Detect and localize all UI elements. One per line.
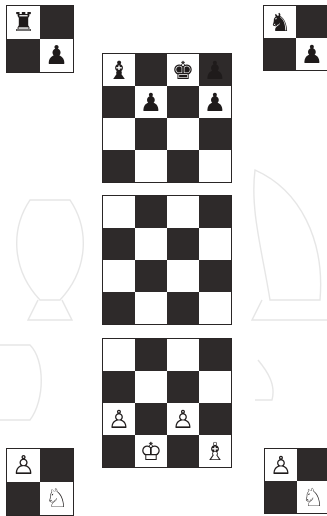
square-dark[interactable] (265, 481, 297, 513)
square-light[interactable] (167, 196, 199, 228)
square-light[interactable]: ♞ (264, 6, 296, 38)
board-middle (102, 195, 232, 325)
white-bishop-icon[interactable]: ♗ (199, 435, 231, 467)
square-dark[interactable] (167, 86, 199, 118)
square-light[interactable]: ♙ (265, 449, 297, 481)
square-light[interactable]: ♟ (135, 86, 167, 118)
square-light[interactable]: ♙ (7, 449, 40, 482)
square-light[interactable]: ♙ (103, 403, 135, 435)
square-dark[interactable] (103, 292, 135, 324)
square-light[interactable]: ♙ (167, 403, 199, 435)
square-dark[interactable] (103, 371, 135, 403)
square-dark[interactable] (7, 482, 40, 515)
white-pawn-icon[interactable]: ♙ (167, 403, 199, 435)
square-dark[interactable] (167, 150, 199, 182)
square-dark[interactable] (199, 339, 231, 371)
square-light[interactable] (103, 260, 135, 292)
square-dark[interactable] (167, 371, 199, 403)
square-dark[interactable] (135, 403, 167, 435)
square-light[interactable] (167, 339, 199, 371)
square-dark[interactable] (264, 38, 296, 70)
square-dark[interactable] (199, 260, 231, 292)
board-corner-top-right: ♞♟ (263, 5, 327, 71)
square-dark[interactable] (167, 435, 199, 467)
square-light[interactable] (167, 260, 199, 292)
square-dark[interactable] (135, 260, 167, 292)
square-dark[interactable] (135, 196, 167, 228)
square-light[interactable]: ♜ (7, 6, 40, 39)
square-dark[interactable] (103, 150, 135, 182)
white-pawn-icon[interactable]: ♙ (7, 449, 40, 482)
board-corner-bottom-left: ♙♘ (6, 448, 74, 516)
black-pawn-icon[interactable]: ♟ (199, 54, 231, 86)
square-dark[interactable] (103, 86, 135, 118)
square-dark[interactable] (199, 403, 231, 435)
square-dark[interactable] (296, 6, 327, 38)
square-dark[interactable] (135, 54, 167, 86)
square-light[interactable] (199, 292, 231, 324)
square-dark[interactable] (167, 228, 199, 260)
square-light[interactable] (103, 118, 135, 150)
white-pawn-icon[interactable]: ♙ (265, 449, 297, 481)
square-light[interactable] (199, 371, 231, 403)
square-dark[interactable] (199, 196, 231, 228)
square-dark[interactable] (297, 449, 327, 481)
black-pawn-icon[interactable]: ♟ (199, 86, 231, 118)
square-light[interactable] (103, 339, 135, 371)
square-dark[interactable] (103, 435, 135, 467)
square-light[interactable]: ♝ (103, 54, 135, 86)
square-light[interactable] (167, 118, 199, 150)
black-pawn-icon[interactable]: ♟ (135, 86, 167, 118)
black-bishop-icon[interactable]: ♝ (103, 54, 135, 86)
white-knight-icon[interactable]: ♘ (40, 482, 73, 515)
black-knight-icon[interactable]: ♞ (264, 6, 296, 38)
square-light[interactable]: ♟ (199, 86, 231, 118)
square-dark[interactable] (199, 118, 231, 150)
square-light[interactable] (135, 292, 167, 324)
square-light[interactable]: ♟ (40, 39, 73, 72)
black-king-icon[interactable]: ♚ (167, 54, 199, 86)
square-light[interactable]: ♔ (135, 435, 167, 467)
square-light[interactable]: ♗ (199, 435, 231, 467)
board-bottom: ♙ ♙♔ ♗ (102, 338, 232, 468)
square-light[interactable] (135, 371, 167, 403)
square-light[interactable]: ♘ (297, 481, 327, 513)
square-dark[interactable]: ♟ (199, 54, 231, 86)
white-pawn-icon[interactable]: ♙ (103, 403, 135, 435)
board-top: ♝♚♟♟♟ (102, 53, 232, 183)
square-light[interactable] (199, 150, 231, 182)
board-corner-bottom-right: ♙♘ (264, 448, 327, 514)
board-corner-top-left: ♜♟ (6, 5, 74, 73)
square-dark[interactable] (40, 449, 73, 482)
white-king-icon[interactable]: ♔ (135, 435, 167, 467)
black-pawn-icon[interactable]: ♟ (296, 38, 327, 70)
square-light[interactable]: ♚ (167, 54, 199, 86)
square-dark[interactable] (40, 6, 73, 39)
square-dark[interactable] (7, 39, 40, 72)
square-dark[interactable] (167, 292, 199, 324)
square-light[interactable] (135, 228, 167, 260)
square-dark[interactable] (103, 228, 135, 260)
square-dark[interactable] (135, 339, 167, 371)
square-light[interactable]: ♘ (40, 482, 73, 515)
white-knight-icon[interactable]: ♘ (297, 481, 327, 513)
black-rook-icon[interactable]: ♜ (7, 6, 40, 39)
square-light[interactable] (135, 150, 167, 182)
square-dark[interactable] (135, 118, 167, 150)
square-light[interactable]: ♟ (296, 38, 327, 70)
square-light[interactable] (103, 196, 135, 228)
black-pawn-icon[interactable]: ♟ (40, 39, 73, 72)
square-light[interactable] (199, 228, 231, 260)
